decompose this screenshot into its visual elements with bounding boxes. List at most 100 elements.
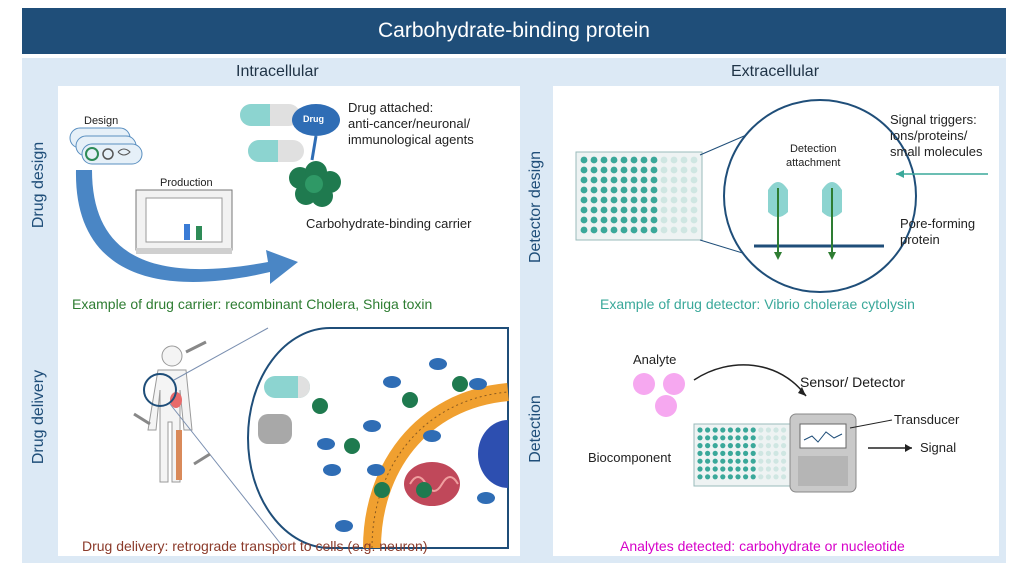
well <box>720 443 726 449</box>
well <box>640 226 648 234</box>
well <box>765 458 772 464</box>
well <box>697 450 703 456</box>
well <box>712 435 718 441</box>
well <box>660 156 668 164</box>
well <box>697 443 703 449</box>
well <box>750 450 756 456</box>
well <box>765 450 772 456</box>
well <box>650 186 658 194</box>
well <box>630 186 638 194</box>
well <box>620 206 628 214</box>
well <box>640 186 648 194</box>
capsule-pills-icon <box>240 104 304 162</box>
well <box>773 427 779 433</box>
well <box>600 196 608 204</box>
well <box>750 435 756 441</box>
well <box>697 427 703 433</box>
well <box>680 226 688 234</box>
well <box>670 176 678 184</box>
well <box>590 216 598 224</box>
well <box>610 226 618 234</box>
well <box>690 216 698 224</box>
well <box>765 466 772 472</box>
well <box>781 443 787 449</box>
well <box>781 435 787 441</box>
well <box>735 466 741 472</box>
well <box>697 474 703 480</box>
well <box>697 458 703 464</box>
well <box>735 458 741 464</box>
well <box>720 427 726 433</box>
well <box>670 186 678 194</box>
well <box>712 450 718 456</box>
well <box>670 226 678 234</box>
carrier-label: Carbohydrate-binding carrier <box>306 216 472 231</box>
well <box>590 156 598 164</box>
well <box>750 458 756 464</box>
well <box>630 206 638 214</box>
well <box>580 196 588 204</box>
drug-molecule-icon <box>292 104 340 136</box>
well <box>580 216 588 224</box>
well <box>610 166 618 174</box>
well <box>580 226 588 234</box>
well <box>720 466 726 472</box>
well-plate-icon <box>575 151 703 241</box>
sensor-device-icon <box>789 413 857 493</box>
well <box>680 216 688 224</box>
well <box>590 186 598 194</box>
well <box>781 458 787 464</box>
well <box>773 450 779 456</box>
well <box>727 427 734 433</box>
analyte-spheres-icon <box>633 373 685 417</box>
well <box>620 196 628 204</box>
well <box>590 166 598 174</box>
well <box>640 166 648 174</box>
well <box>680 176 688 184</box>
well <box>680 196 688 204</box>
well <box>680 206 688 214</box>
cell-membrane <box>363 383 509 549</box>
well <box>660 206 668 214</box>
well <box>610 156 618 164</box>
well <box>580 186 588 194</box>
well <box>758 474 764 480</box>
well <box>690 166 698 174</box>
well <box>610 216 618 224</box>
well <box>690 226 698 234</box>
detection-attachment-label: Detection attachment <box>786 143 841 169</box>
well <box>720 435 726 441</box>
well <box>690 156 698 164</box>
well <box>660 216 668 224</box>
well <box>620 186 628 194</box>
well <box>781 427 787 433</box>
well <box>630 166 638 174</box>
well <box>590 206 598 214</box>
analytes-detected-caption: Analytes detected: carbohydrate or nucle… <box>620 538 905 554</box>
design-label: Design <box>84 115 119 127</box>
well <box>727 466 734 472</box>
well <box>630 176 638 184</box>
well <box>727 474 734 480</box>
well <box>580 156 588 164</box>
syringe-icon <box>185 340 207 354</box>
biocomponent-plate-icon <box>693 423 791 487</box>
well <box>650 176 658 184</box>
well <box>773 474 779 480</box>
production-flow-arrow <box>75 170 298 284</box>
well <box>743 450 749 456</box>
diagram-title: Carbohydrate-binding protein <box>22 8 1006 54</box>
well <box>680 156 688 164</box>
well <box>735 427 741 433</box>
well <box>640 176 648 184</box>
well <box>690 186 698 194</box>
drug-delivery-caption: Drug delivery: retrograde transport to c… <box>82 538 428 554</box>
well <box>743 474 749 480</box>
well <box>610 186 618 194</box>
well <box>670 156 678 164</box>
well <box>750 474 756 480</box>
well <box>660 166 668 174</box>
